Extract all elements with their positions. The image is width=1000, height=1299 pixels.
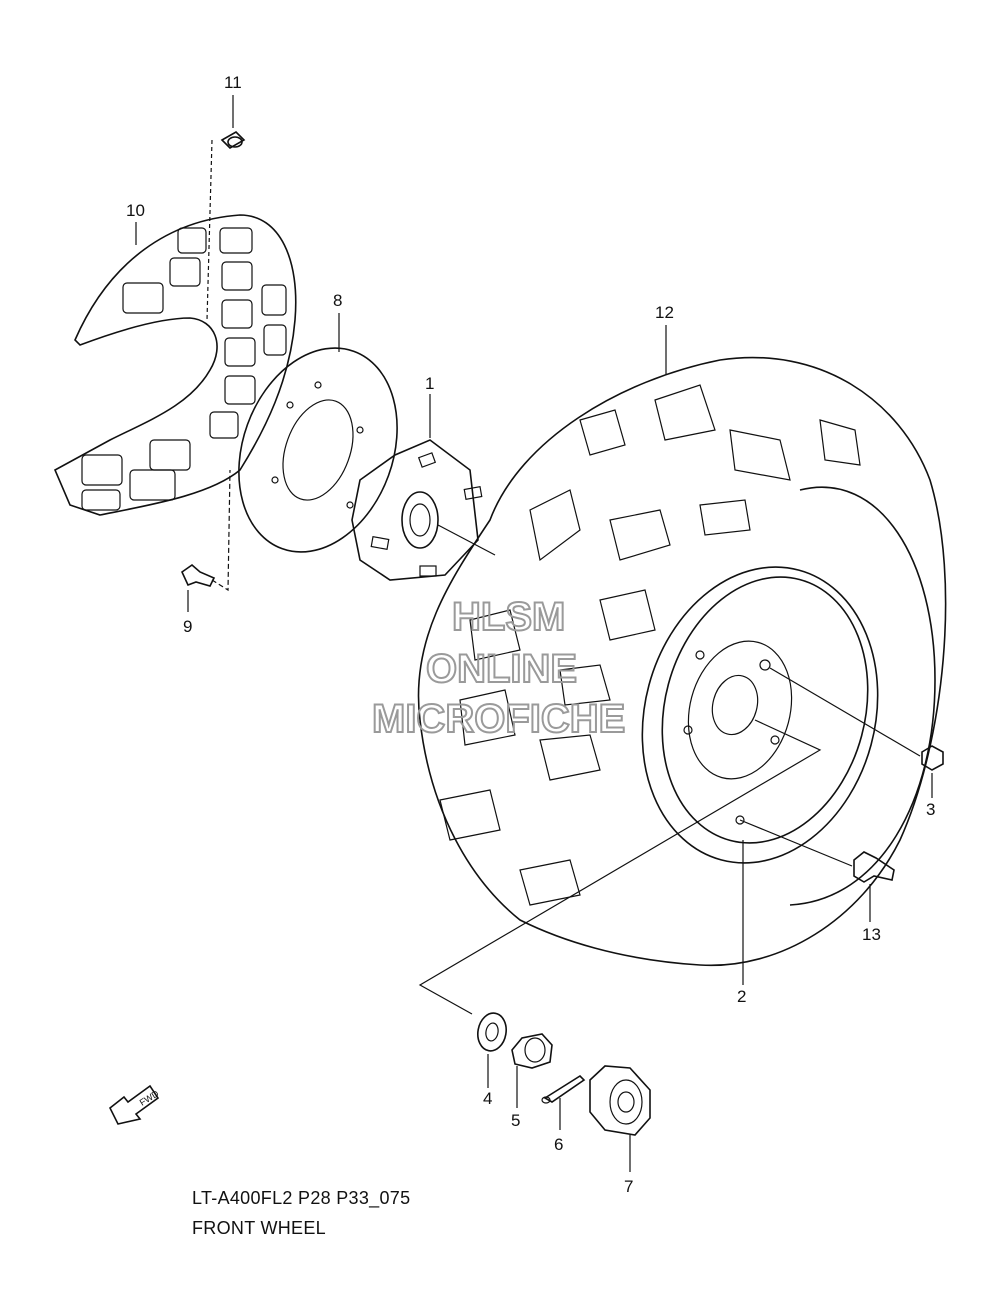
- callout-2[interactable]: 2: [737, 987, 746, 1006]
- section-title: FRONT WHEEL: [192, 1218, 326, 1238]
- callout-11[interactable]: 11: [224, 73, 242, 92]
- callout-4[interactable]: 4: [483, 1089, 492, 1108]
- washer-part-4: [477, 1012, 507, 1052]
- callout-6[interactable]: 6: [554, 1135, 563, 1154]
- callout-3[interactable]: 3: [926, 800, 935, 819]
- callout-7[interactable]: 7: [624, 1177, 633, 1196]
- hub-cap-part-7: [589, 1065, 651, 1136]
- leader-line-11: [206, 139, 213, 321]
- leader-line-1b: [437, 524, 496, 556]
- fwd-arrow-icon: FWD: [108, 1084, 161, 1125]
- nut-part-3: [921, 745, 944, 771]
- brake-disc-part-8: [238, 347, 398, 553]
- watermark-line-1: HLSM: [452, 595, 565, 639]
- bolt-part-9: [180, 563, 216, 587]
- leader-line-13: [739, 819, 853, 867]
- stud-part-13: [853, 851, 895, 883]
- watermark-line-2: ONLINE: [426, 647, 577, 691]
- hub-part-1: [351, 439, 483, 581]
- watermark-line-3: MICROFICHE: [372, 697, 625, 741]
- wheel-rim-part-2: [641, 566, 879, 864]
- model-code: LT-A400FL2 P28 P33_075: [192, 1188, 411, 1208]
- callout-13[interactable]: 13: [862, 925, 881, 944]
- leader-line-2b: [418, 719, 822, 1015]
- castle-nut-part-5: [511, 1033, 553, 1069]
- tire-part-12: [417, 356, 947, 967]
- callout-12[interactable]: 12: [655, 303, 674, 322]
- callout-10[interactable]: 10: [126, 201, 145, 220]
- leader-line-9b: [211, 469, 231, 592]
- cotter-pin-part-6: [541, 1074, 586, 1104]
- leader-line-3: [769, 667, 921, 757]
- watermark: HLSM ONLINE MICROFICHE: [371, 594, 626, 742]
- callout-9[interactable]: 9: [183, 617, 192, 636]
- brake-disc-guard-part-10: [53, 214, 297, 516]
- callout-1[interactable]: 1: [425, 374, 434, 393]
- callout-5[interactable]: 5: [511, 1111, 520, 1130]
- bolt-part-11: [220, 131, 246, 149]
- callout-8[interactable]: 8: [333, 291, 342, 310]
